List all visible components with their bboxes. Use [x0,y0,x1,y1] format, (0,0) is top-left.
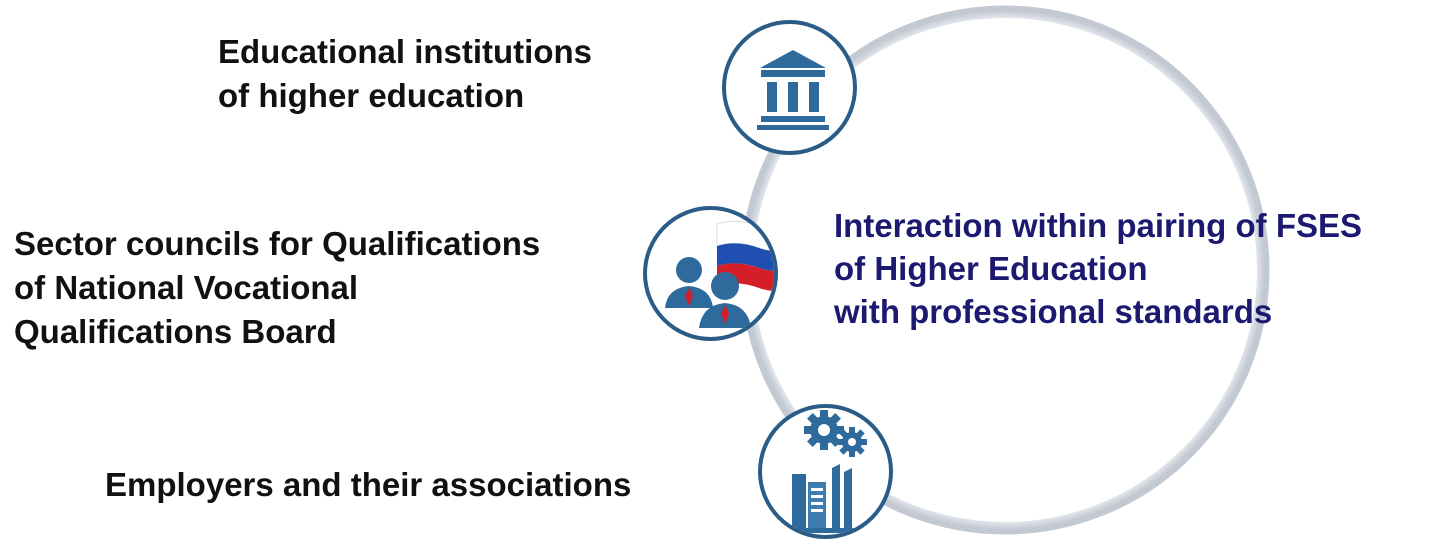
participant-label-sector-councils: Sector councils for Qualifications of Na… [14,225,541,350]
participant-label-universities: Educational institutions of higher educa… [218,33,593,114]
participant-label-employers: Employers and their associations [105,466,632,503]
participant-node-employers [758,404,893,539]
university-building-icon [757,50,829,130]
participant-node-sector-councils [643,206,778,341]
officials-with-flag-icon [665,220,774,328]
central-caption: Interaction within pairing of FSES of Hi… [834,207,1363,330]
participant-node-universities [722,20,857,155]
factory-gears-icon [788,410,868,533]
